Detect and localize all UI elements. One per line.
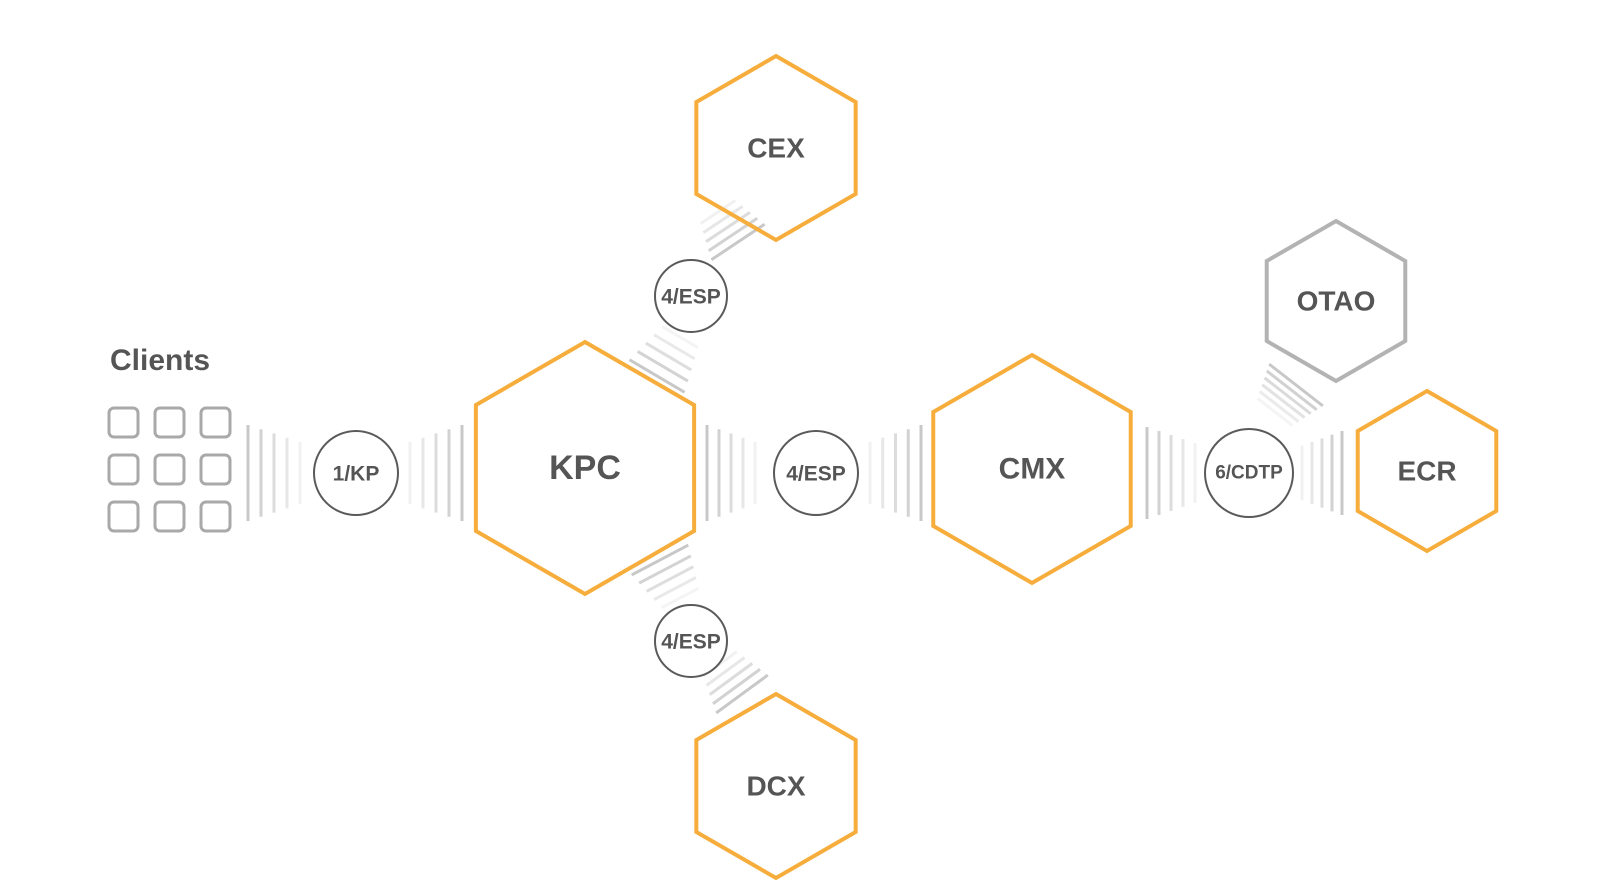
client-icon (107, 453, 140, 486)
node-ecr[interactable]: ECR (1355, 388, 1499, 554)
client-icon (107, 500, 140, 533)
node-cmx[interactable]: CMX (931, 352, 1133, 586)
node-dcx[interactable]: DCX (694, 691, 858, 881)
client-icon (153, 406, 186, 439)
ecr-label: ECR (1397, 456, 1456, 487)
connectors (246, 199, 1344, 715)
node-otao[interactable]: OTAO (1264, 218, 1408, 384)
connector-hatch-line (699, 199, 737, 225)
connector-hatch-line (1268, 362, 1324, 408)
client-icon (199, 500, 232, 533)
connector-hatch-line (1263, 376, 1312, 415)
dcx-label: DCX (746, 771, 805, 802)
connector-hatch-line (1265, 369, 1318, 411)
protocol-circle (654, 259, 728, 333)
protocol-circle (313, 430, 399, 516)
protocol-cmx-ecr[interactable]: 6/CDTP (1204, 428, 1294, 518)
kpc-label: KPC (549, 449, 621, 487)
client-icon-grid (107, 406, 232, 533)
client-icon (199, 453, 232, 486)
connector-hatch-line (661, 325, 699, 349)
cex-label: CEX (747, 133, 805, 164)
kpc-hexagon (473, 339, 697, 597)
cex-hexagon (694, 53, 858, 243)
client-icon (153, 500, 186, 533)
connector-hatch-line (660, 586, 700, 610)
client-icon (199, 406, 232, 439)
connector-hatch-line (702, 205, 744, 234)
clients-group: Clients (107, 344, 232, 533)
client-icon (153, 453, 186, 486)
otao-hexagon (1264, 218, 1408, 384)
connector-hatch-line (638, 554, 692, 585)
connector-hatch-line (644, 341, 693, 372)
protocol-label: 4/ESP (786, 463, 846, 486)
protocol-circle (654, 604, 728, 678)
protocol-label: 6/CDTP (1215, 463, 1283, 484)
connector-hatch-line (653, 333, 696, 361)
node-kpc[interactable]: KPC (473, 339, 697, 597)
connector-hatch-line (708, 662, 754, 696)
connector-hatch-line (715, 673, 769, 715)
connector-hatch-line (645, 565, 695, 593)
protocol-kpc-dcx[interactable]: 4/ESP (654, 604, 728, 678)
protocol-clients-kpc[interactable]: 1/KP (313, 430, 399, 516)
protocol-circle (773, 430, 859, 516)
otao-label: OTAO (1297, 286, 1376, 317)
protocol-label: 4/ESP (661, 631, 721, 654)
ecr-hexagon (1355, 388, 1499, 554)
clients-title: Clients (110, 344, 210, 377)
connector-hatch-line (1258, 390, 1300, 423)
connector-hatch-line (705, 211, 751, 243)
protocol-kpc-cex[interactable]: 4/ESP (654, 259, 728, 333)
protocol-label: 1/KP (333, 463, 380, 486)
connector-hatch-line (1261, 383, 1306, 419)
protocol-circle (1204, 428, 1294, 518)
protocol-kpc-cmx[interactable]: 4/ESP (773, 430, 859, 516)
connector-hatch-line (1256, 397, 1294, 427)
node-cex[interactable]: CEX (694, 53, 858, 243)
cmx-label: CMX (999, 453, 1066, 486)
connector-hatch-line (630, 543, 690, 577)
connector-hatch-line (705, 656, 746, 687)
client-icon (107, 406, 140, 439)
connector-hatch-line (653, 576, 697, 601)
connector-hatch-line (712, 668, 761, 705)
connector-hatch-line (636, 350, 689, 383)
cmx-hexagon (931, 352, 1133, 586)
connector-hatch-line (628, 358, 686, 394)
protocol-label: 4/ESP (661, 286, 721, 309)
dcx-hexagon (694, 691, 858, 881)
